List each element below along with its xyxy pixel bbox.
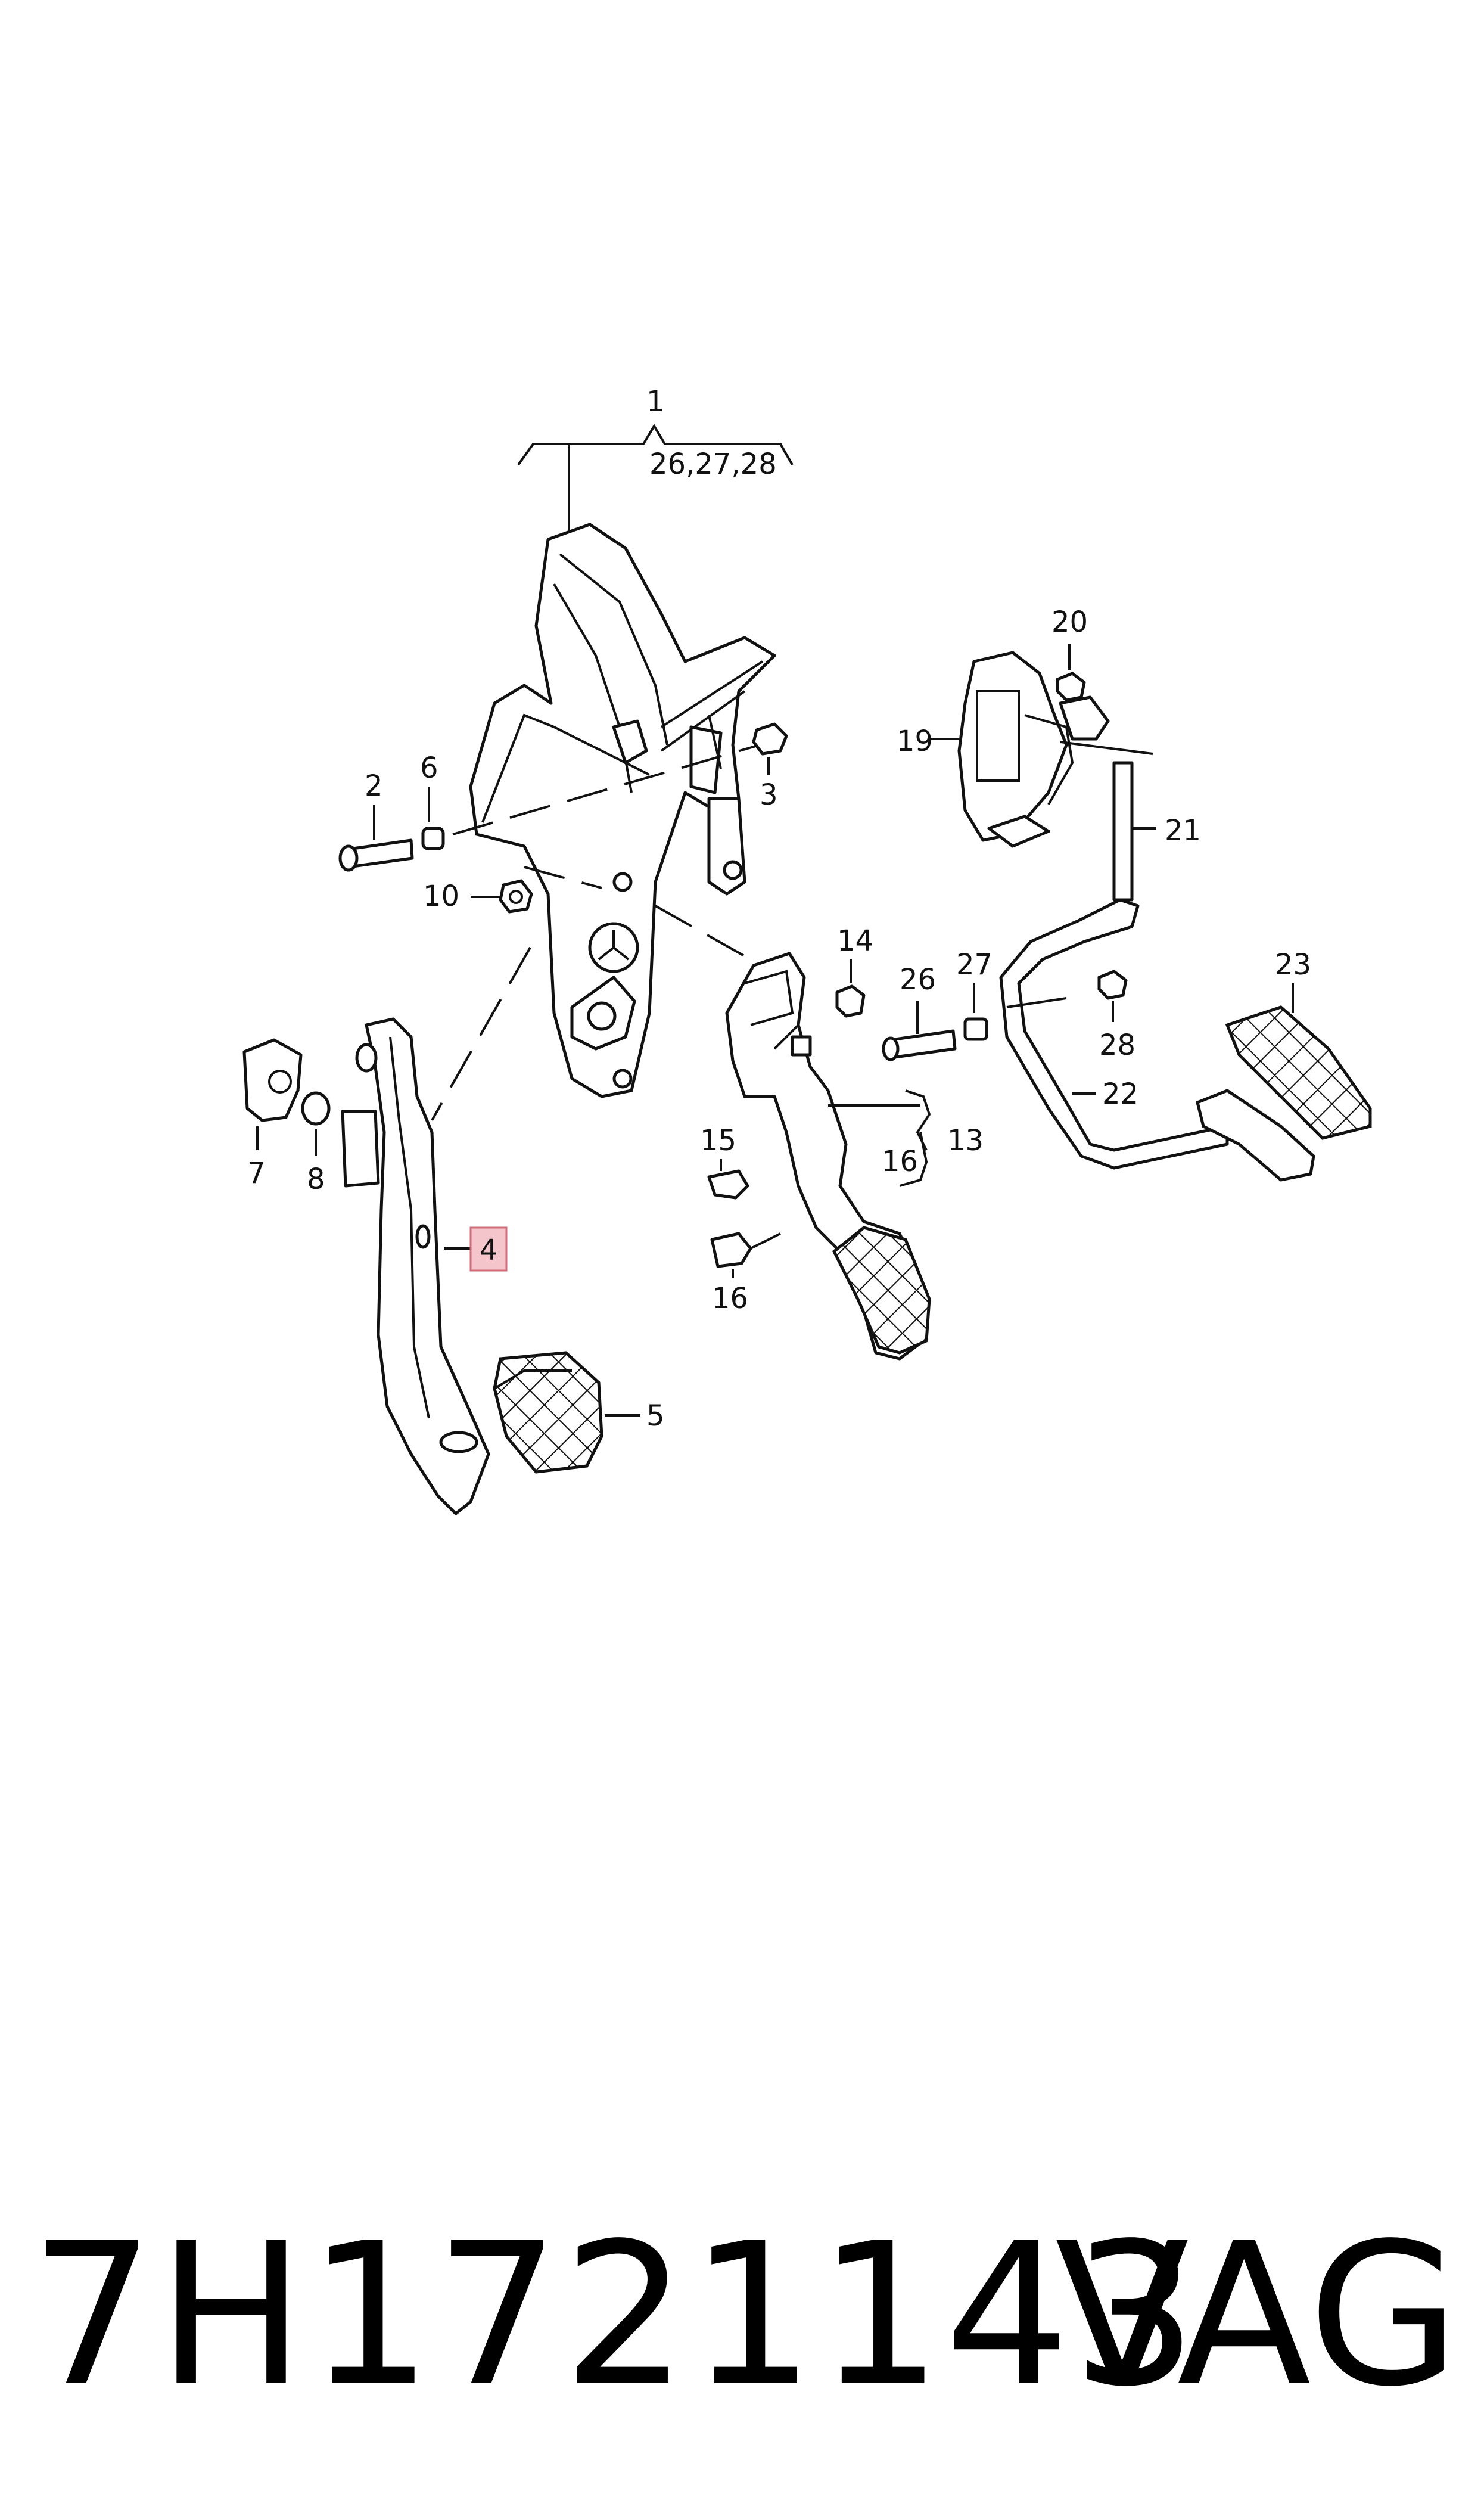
label-26-27-28: 26,27,28 — [649, 448, 777, 481]
label-7: 7 — [247, 1157, 266, 1190]
label-14: 14 — [837, 924, 873, 958]
callout-4: 4 — [444, 1226, 508, 1272]
callout-26: 26 — [882, 963, 957, 1061]
callout-20: 20 — [1051, 605, 1088, 702]
label-20: 20 — [1051, 605, 1088, 639]
callout-2: 2 — [338, 769, 414, 872]
callout-19: 19 — [897, 651, 1110, 848]
callout-28: 28 — [1006, 970, 1135, 1062]
label-28: 28 — [1099, 1029, 1135, 1062]
clutch-pedal-lever — [341, 1017, 490, 1515]
callout-21: 21 — [1060, 741, 1201, 902]
label-6: 6 — [420, 751, 438, 785]
callout-15: 15 — [700, 1124, 749, 1200]
part-number: 7H1721143 — [30, 2201, 1200, 2430]
brand-name: VAG — [1054, 2201, 1460, 2430]
callout-16: 16 — [710, 1232, 781, 1315]
label-5: 5 — [646, 1399, 665, 1433]
label-4: 4 — [480, 1234, 498, 1267]
label-26: 26 — [900, 963, 936, 996]
callout-7: 7 — [242, 1038, 303, 1190]
callout-5: 5 — [493, 1351, 665, 1474]
callout-6: 6 — [420, 751, 445, 850]
callout-27: 27 — [956, 948, 993, 1041]
pedal-bracket — [469, 523, 776, 1098]
label-16a: 16 — [712, 1282, 748, 1315]
callout-8: 8 — [301, 1091, 331, 1196]
label-2: 2 — [365, 769, 383, 803]
highlight-box — [469, 1226, 508, 1272]
label-3: 3 — [760, 778, 778, 812]
label-10: 10 — [423, 880, 459, 913]
label-8: 8 — [307, 1163, 325, 1196]
callout-10: 10 — [423, 879, 533, 914]
callout-23: 23 — [1196, 948, 1372, 1182]
brake-pedal-assembly: 13 16 — [725, 952, 984, 1361]
label-15: 15 — [700, 1124, 736, 1157]
label-16b: 16 — [882, 1145, 918, 1178]
label-23: 23 — [1275, 948, 1311, 981]
callout-14: 14 — [835, 924, 873, 1018]
label-22: 22 — [1102, 1077, 1138, 1111]
callout-22: 22 — [999, 898, 1229, 1170]
label-27: 27 — [956, 948, 993, 981]
callout-1: 1 26,27,28 — [517, 385, 794, 536]
label-13: 13 — [947, 1124, 984, 1157]
label-19: 19 — [897, 725, 933, 758]
label-21: 21 — [1165, 814, 1201, 847]
callout-3: 3 — [752, 722, 788, 812]
assembly-lines — [431, 738, 781, 1121]
label-1: 1 — [646, 385, 665, 418]
